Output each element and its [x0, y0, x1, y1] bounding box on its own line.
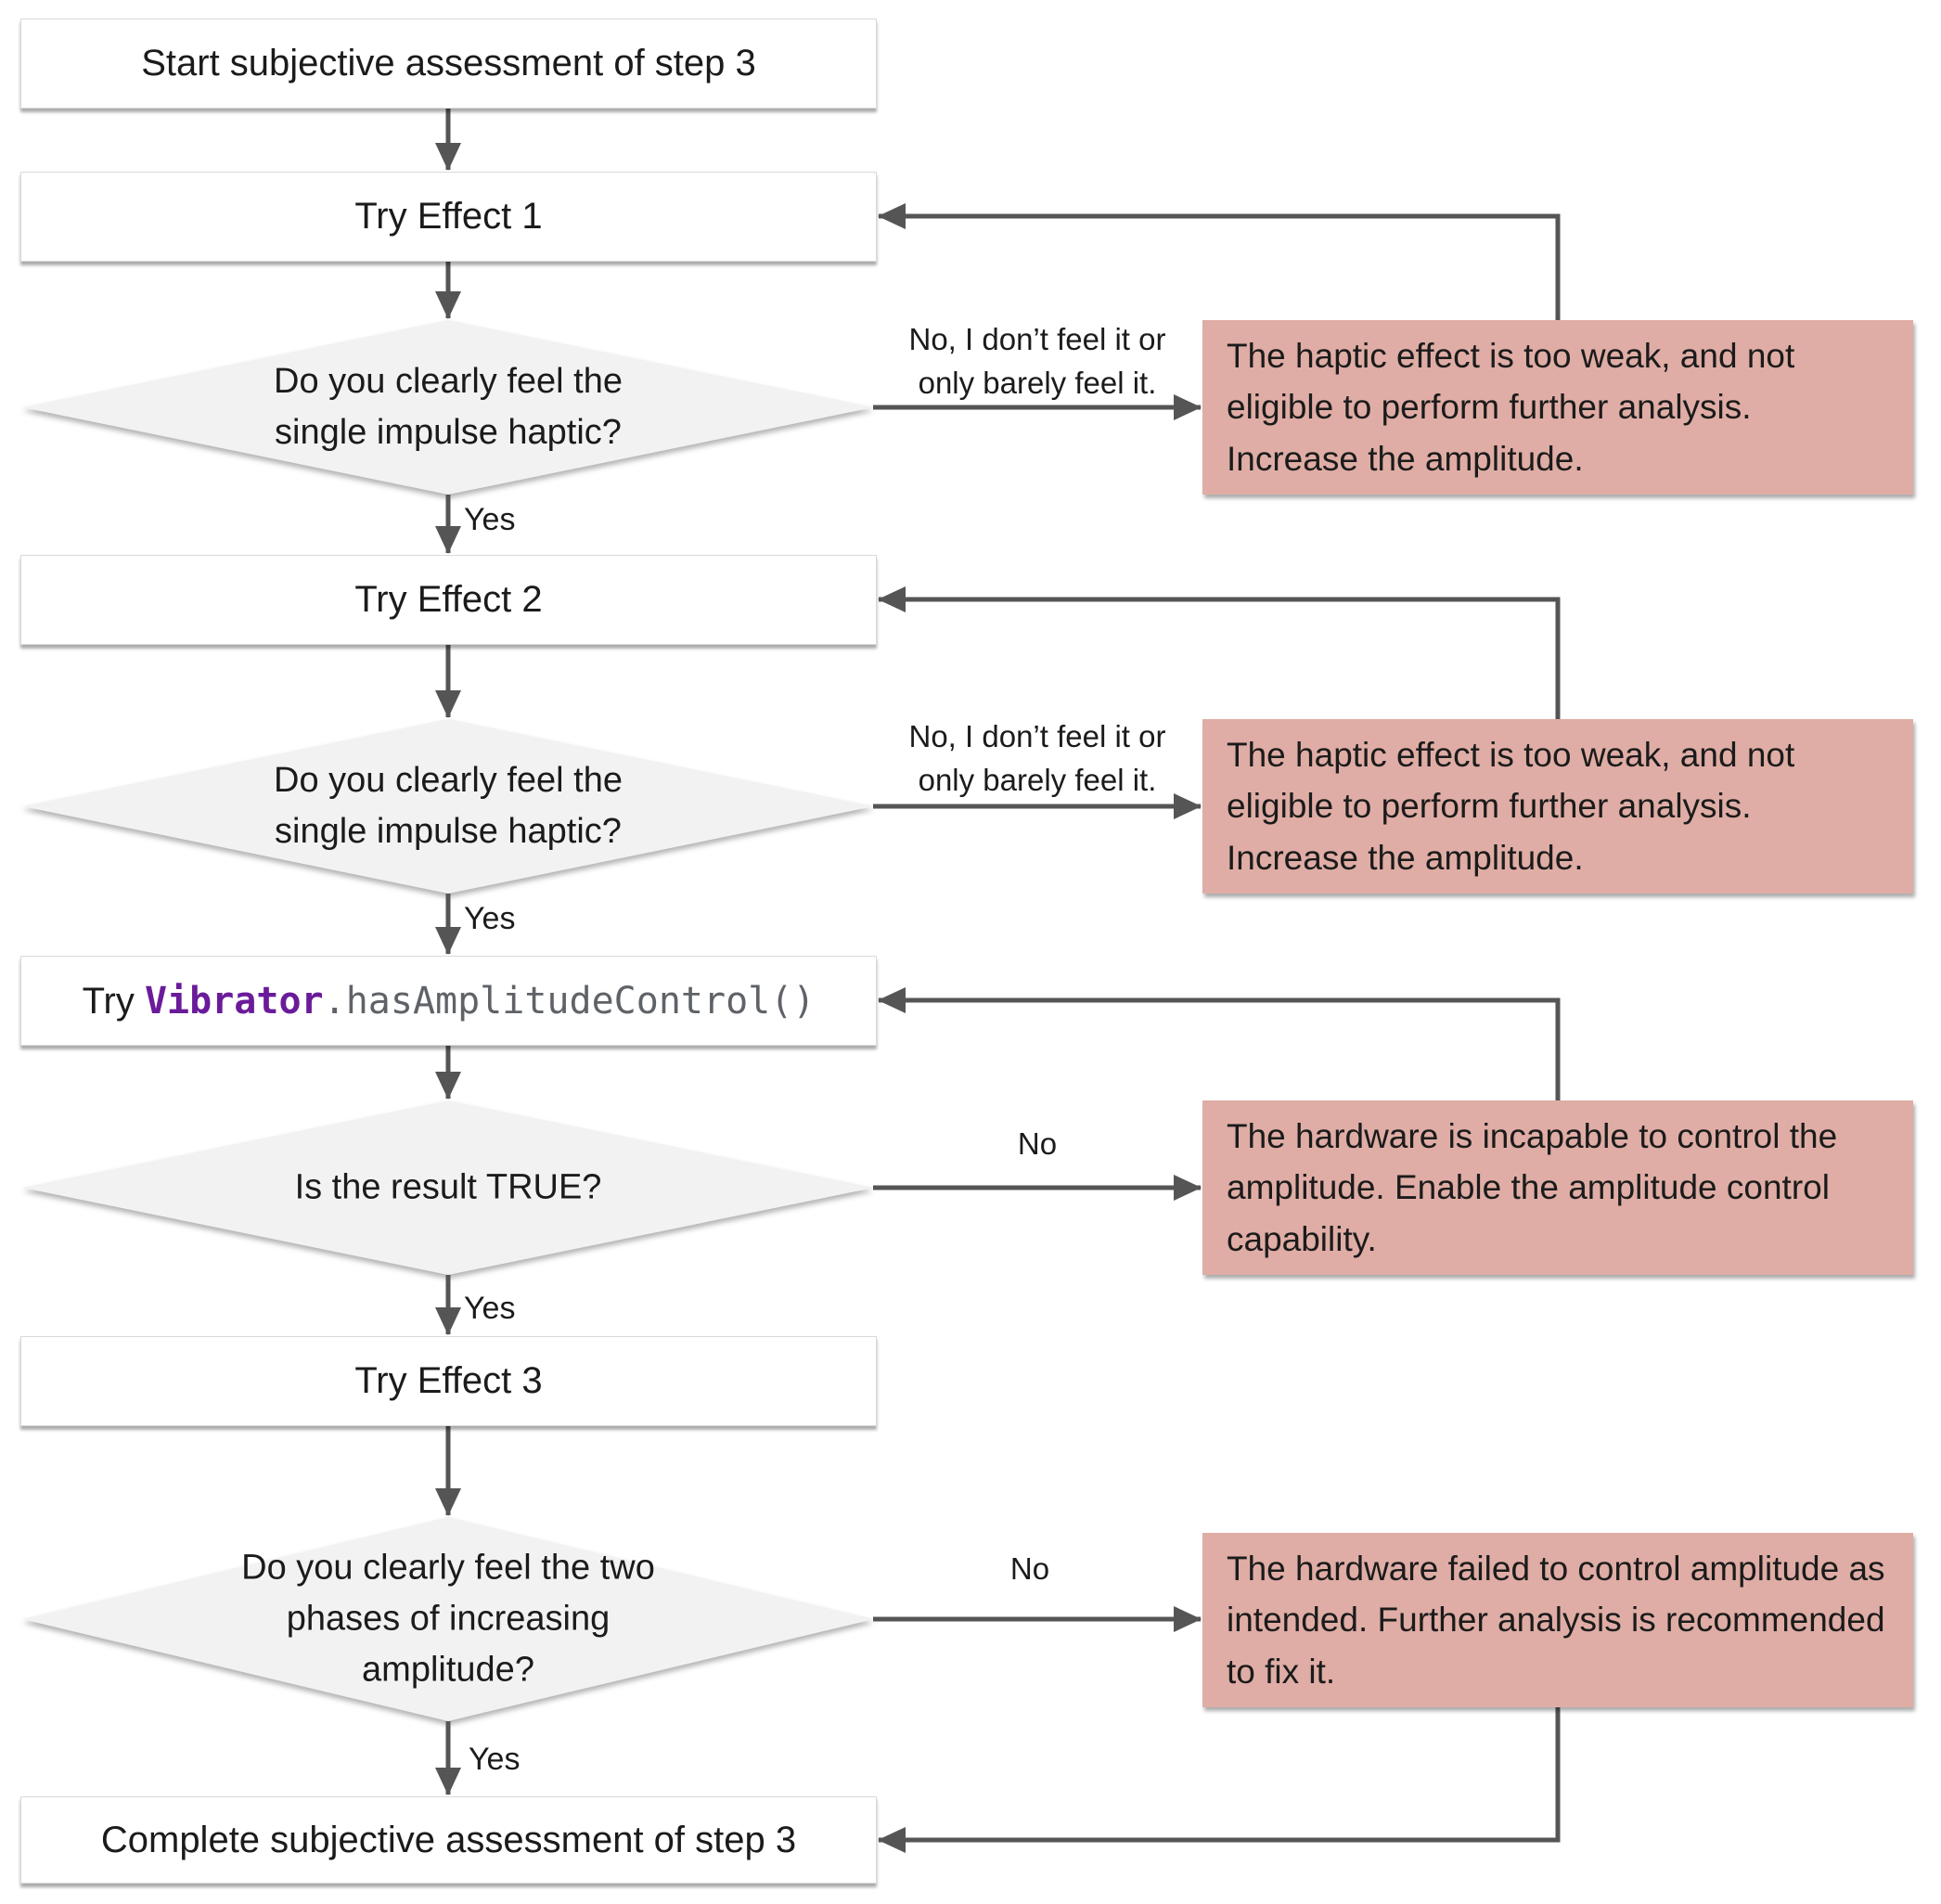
node-try-hasamplitudecontrol: Try Vibrator.hasAmplitudeControl() [20, 956, 877, 1046]
alert-too-weak-1: The haptic effect is too weak, and not e… [1202, 320, 1913, 495]
edge-label-yes-3: Yes [464, 1291, 516, 1326]
edge-alert4-down-to-complete [878, 1707, 1561, 1853]
node-try-effect-1: Try Effect 1 [20, 172, 877, 262]
node-start-label: Start subjective assessment of step 3 [141, 43, 756, 84]
node-try-effect-3-label: Try Effect 3 [354, 1360, 543, 1401]
alert-too-weak-2-text: The haptic effect is too weak, and not e… [1227, 735, 1795, 877]
decision-diamond-4 [22, 1517, 874, 1721]
edge-label-no-3: No [1017, 1126, 1058, 1161]
node-start: Start subjective assessment of step 3 [20, 19, 877, 109]
edge-alert2-back-to-try2 [878, 586, 1561, 719]
code-method-hasamplitudecontrol: .hasAmplitudeControl() [323, 979, 816, 1023]
node-try-effect-1-label: Try Effect 1 [354, 196, 543, 237]
alert-incapable-amplitude-text: The hardware is incapable to control the… [1227, 1116, 1838, 1258]
edge-label-no-feel-2: No, I don’t feel it or only barely feel … [908, 719, 1166, 797]
node-try-effect-2-label: Try Effect 2 [354, 579, 543, 620]
node-try-effect-3: Try Effect 3 [20, 1336, 877, 1426]
edge-label-yes-1: Yes [464, 502, 516, 537]
alert-too-weak-1-text: The haptic effect is too weak, and not e… [1227, 336, 1795, 478]
decision-4-label: Do you clearly feel the two phases of in… [241, 1548, 655, 1690]
node-try-effect-2: Try Effect 2 [20, 555, 877, 645]
code-class-vibrator: Vibrator [144, 979, 324, 1023]
node-complete-label: Complete subjective assessment of step 3 [100, 1819, 797, 1860]
decision-1-label: Do you clearly feel the single impulse h… [274, 361, 623, 452]
edge-alert3-back-to-api [878, 987, 1561, 1100]
code-prefix-label: Try [82, 980, 145, 1022]
code-line: Try Vibrator.hasAmplitudeControl() [83, 980, 816, 1023]
decision-diamond-1 [22, 320, 874, 495]
decision-diamond-3 [22, 1100, 874, 1275]
node-complete: Complete subjective assessment of step 3 [20, 1796, 877, 1884]
alert-failed-amplitude: The hardware failed to control amplitude… [1202, 1533, 1913, 1707]
alert-too-weak-2: The haptic effect is too weak, and not e… [1202, 719, 1913, 894]
edge-label-yes-2: Yes [464, 901, 516, 936]
edge-label-yes-4: Yes [469, 1742, 521, 1777]
alert-incapable-amplitude: The hardware is incapable to control the… [1202, 1100, 1913, 1275]
decision-2-label: Do you clearly feel the single impulse h… [274, 760, 623, 851]
alert-failed-amplitude-text: The hardware failed to control amplitude… [1227, 1549, 1885, 1691]
decision-3-label: Is the result TRUE? [294, 1167, 602, 1207]
decision-diamond-2 [22, 719, 874, 894]
edge-alert1-back-to-try1 [878, 203, 1561, 320]
edge-label-no-4: No [1009, 1551, 1050, 1586]
edge-label-no-feel-1: No, I don’t feel it or only barely feel … [908, 322, 1166, 400]
